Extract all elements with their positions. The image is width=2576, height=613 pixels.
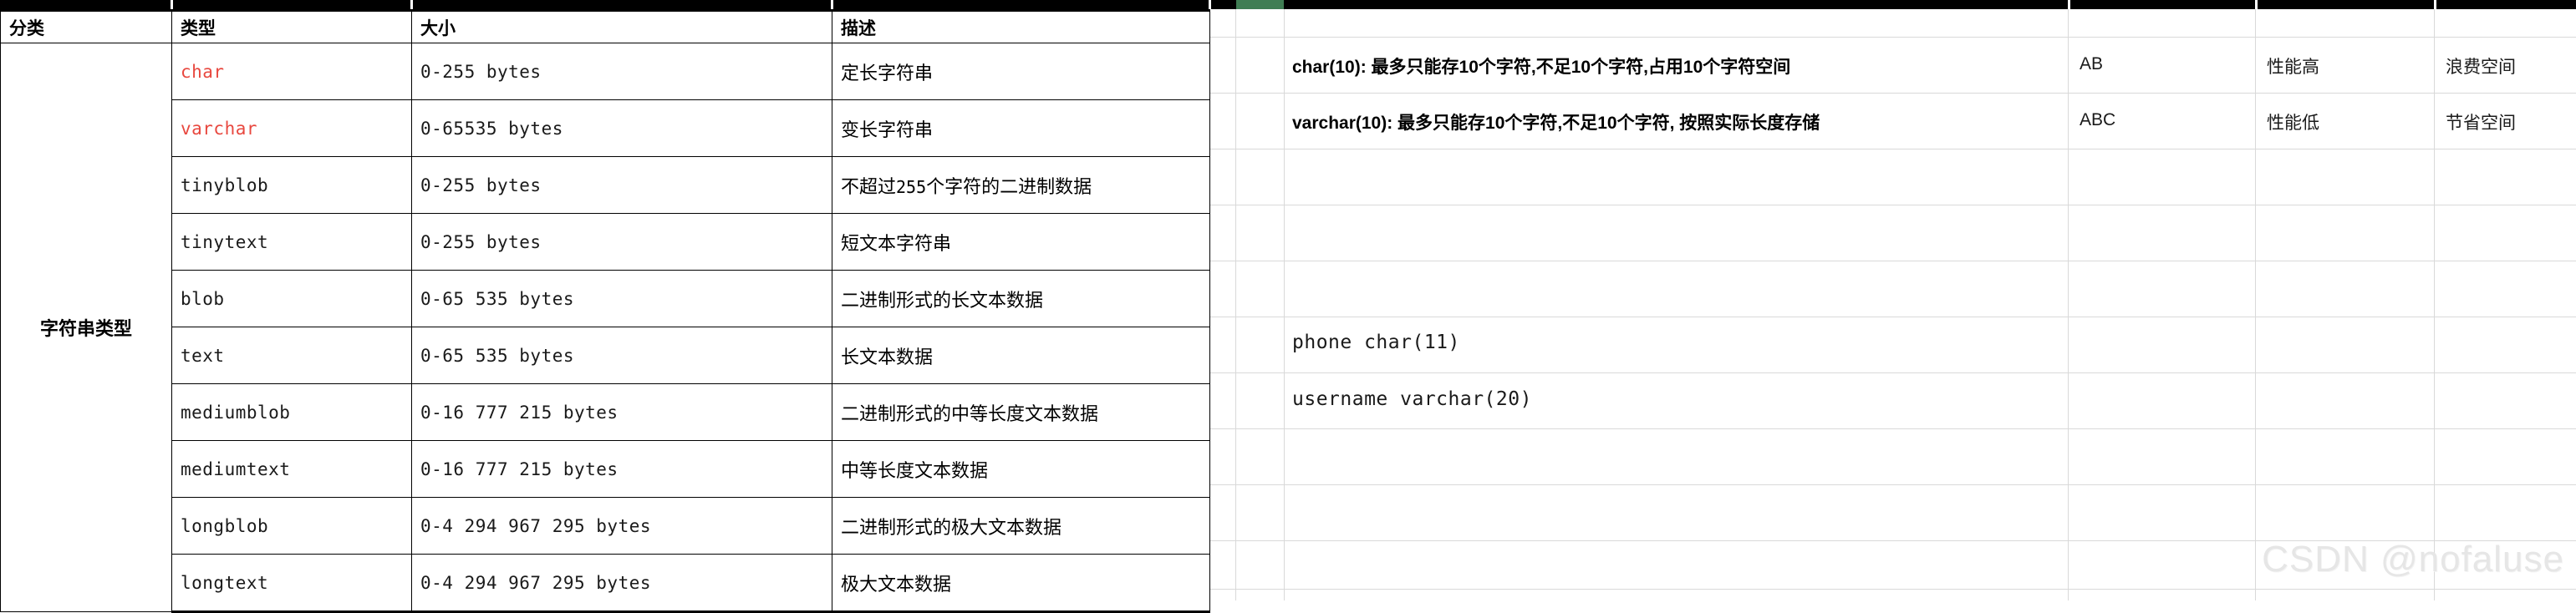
grid-line-vertical [2434, 9, 2435, 600]
grid-line-vertical [1235, 9, 1236, 600]
grid-line-horizontal [1210, 484, 2576, 485]
column-header-category: 分类 [0, 9, 172, 43]
varchar-sample-value: ABC [2080, 110, 2116, 129]
grid-line-horizontal [1210, 428, 2576, 429]
type-name-cell: mediumtext [171, 440, 412, 498]
char-sample-value: AB [2080, 54, 2104, 73]
description-cell: 二进制形式的中等长度文本数据 [832, 383, 1210, 441]
grid-line-vertical [2255, 9, 2256, 600]
grid-line-horizontal [1210, 37, 2576, 38]
char-explanation-note: char(10): 最多只能存10个字符,不足10个字符,占用10个字符空间 [1292, 58, 1791, 77]
size-cell: 0-65535 bytes [411, 99, 832, 157]
grid-line-vertical [1284, 9, 1285, 600]
category-cell: 字符串类型 [0, 43, 172, 612]
description-cell: 不超过255个字符的二进制数据 [832, 156, 1210, 214]
header-divider-5 [2068, 0, 2070, 9]
header-divider-2 [410, 0, 413, 9]
watermark: CSDN @nofaluse [2262, 539, 2564, 580]
type-name-cell: mediumblob [171, 383, 412, 441]
type-name-cell: longblob [171, 497, 412, 555]
grid-line-horizontal [1210, 589, 2576, 590]
header-band-right [1284, 0, 2576, 9]
description-cell: 变长字符串 [832, 99, 1210, 157]
grid-line-vertical [2068, 9, 2069, 600]
grid-line-horizontal [1210, 372, 2576, 373]
header-divider-4 [1209, 0, 1211, 9]
description-cell: 二进制形式的极大文本数据 [832, 497, 1210, 555]
description-number: 255 [896, 176, 927, 197]
varchar-explanation-note: varchar(10): 最多只能存10个字符,不足10个字符, 按照实际长度存… [1292, 114, 1820, 133]
header-divider-3 [831, 0, 833, 9]
description-cell: 二进制形式的长文本数据 [832, 270, 1210, 327]
type-name-cell: tinytext [171, 213, 412, 271]
description-text-suffix: 个字符的二进制数据 [926, 175, 1092, 197]
description-cell: 极大文本数据 [832, 554, 1210, 613]
example-phone-column: phone char(11) [1292, 332, 1460, 353]
size-cell: 0-65 535 bytes [411, 327, 832, 384]
size-cell: 0-255 bytes [411, 156, 832, 214]
char-performance: 性能高 [2267, 58, 2319, 77]
size-cell: 0-16 777 215 bytes [411, 383, 832, 441]
column-header-size: 大小 [411, 9, 832, 43]
type-name-cell: tinyblob [171, 156, 412, 214]
header-divider-1 [171, 0, 173, 9]
size-cell: 0-255 bytes [411, 213, 832, 271]
header-band-left [0, 0, 1236, 9]
column-header-desc: 描述 [832, 9, 1210, 43]
varchar-performance: 性能低 [2267, 114, 2319, 133]
example-username-column: username varchar(20) [1292, 388, 1532, 410]
type-name-cell: blob [171, 270, 412, 327]
column-header-type: 类型 [171, 9, 412, 43]
description-cell: 长文本数据 [832, 327, 1210, 384]
description-cell: 定长字符串 [832, 43, 1210, 100]
grid-line-horizontal [1210, 93, 2576, 94]
selected-column-marker[interactable] [1236, 0, 1284, 9]
header-divider-7 [2434, 0, 2436, 9]
column-header-band [0, 0, 2576, 9]
size-cell: 0-65 535 bytes [411, 270, 832, 327]
varchar-space-usage: 节省空间 [2446, 114, 2516, 133]
description-cell: 短文本字符串 [832, 213, 1210, 271]
size-cell: 0-16 777 215 bytes [411, 440, 832, 498]
table-header-row: 分类 类型 大小 描述 [0, 9, 1210, 43]
type-name-cell: char [171, 43, 412, 100]
description-cell: 中等长度文本数据 [832, 440, 1210, 498]
spreadsheet-grid [0, 9, 2576, 600]
header-divider-6 [2255, 0, 2258, 9]
description-text-prefix: 不超过 [841, 175, 897, 197]
type-name-cell: longtext [171, 554, 412, 613]
size-cell: 0-4 294 967 295 bytes [411, 554, 832, 613]
char-space-usage: 浪费空间 [2446, 58, 2516, 77]
size-cell: 0-4 294 967 295 bytes [411, 497, 832, 555]
type-name-cell: text [171, 327, 412, 384]
type-name-cell: varchar [171, 99, 412, 157]
grid-line-horizontal [1210, 540, 2576, 541]
size-cell: 0-255 bytes [411, 43, 832, 100]
